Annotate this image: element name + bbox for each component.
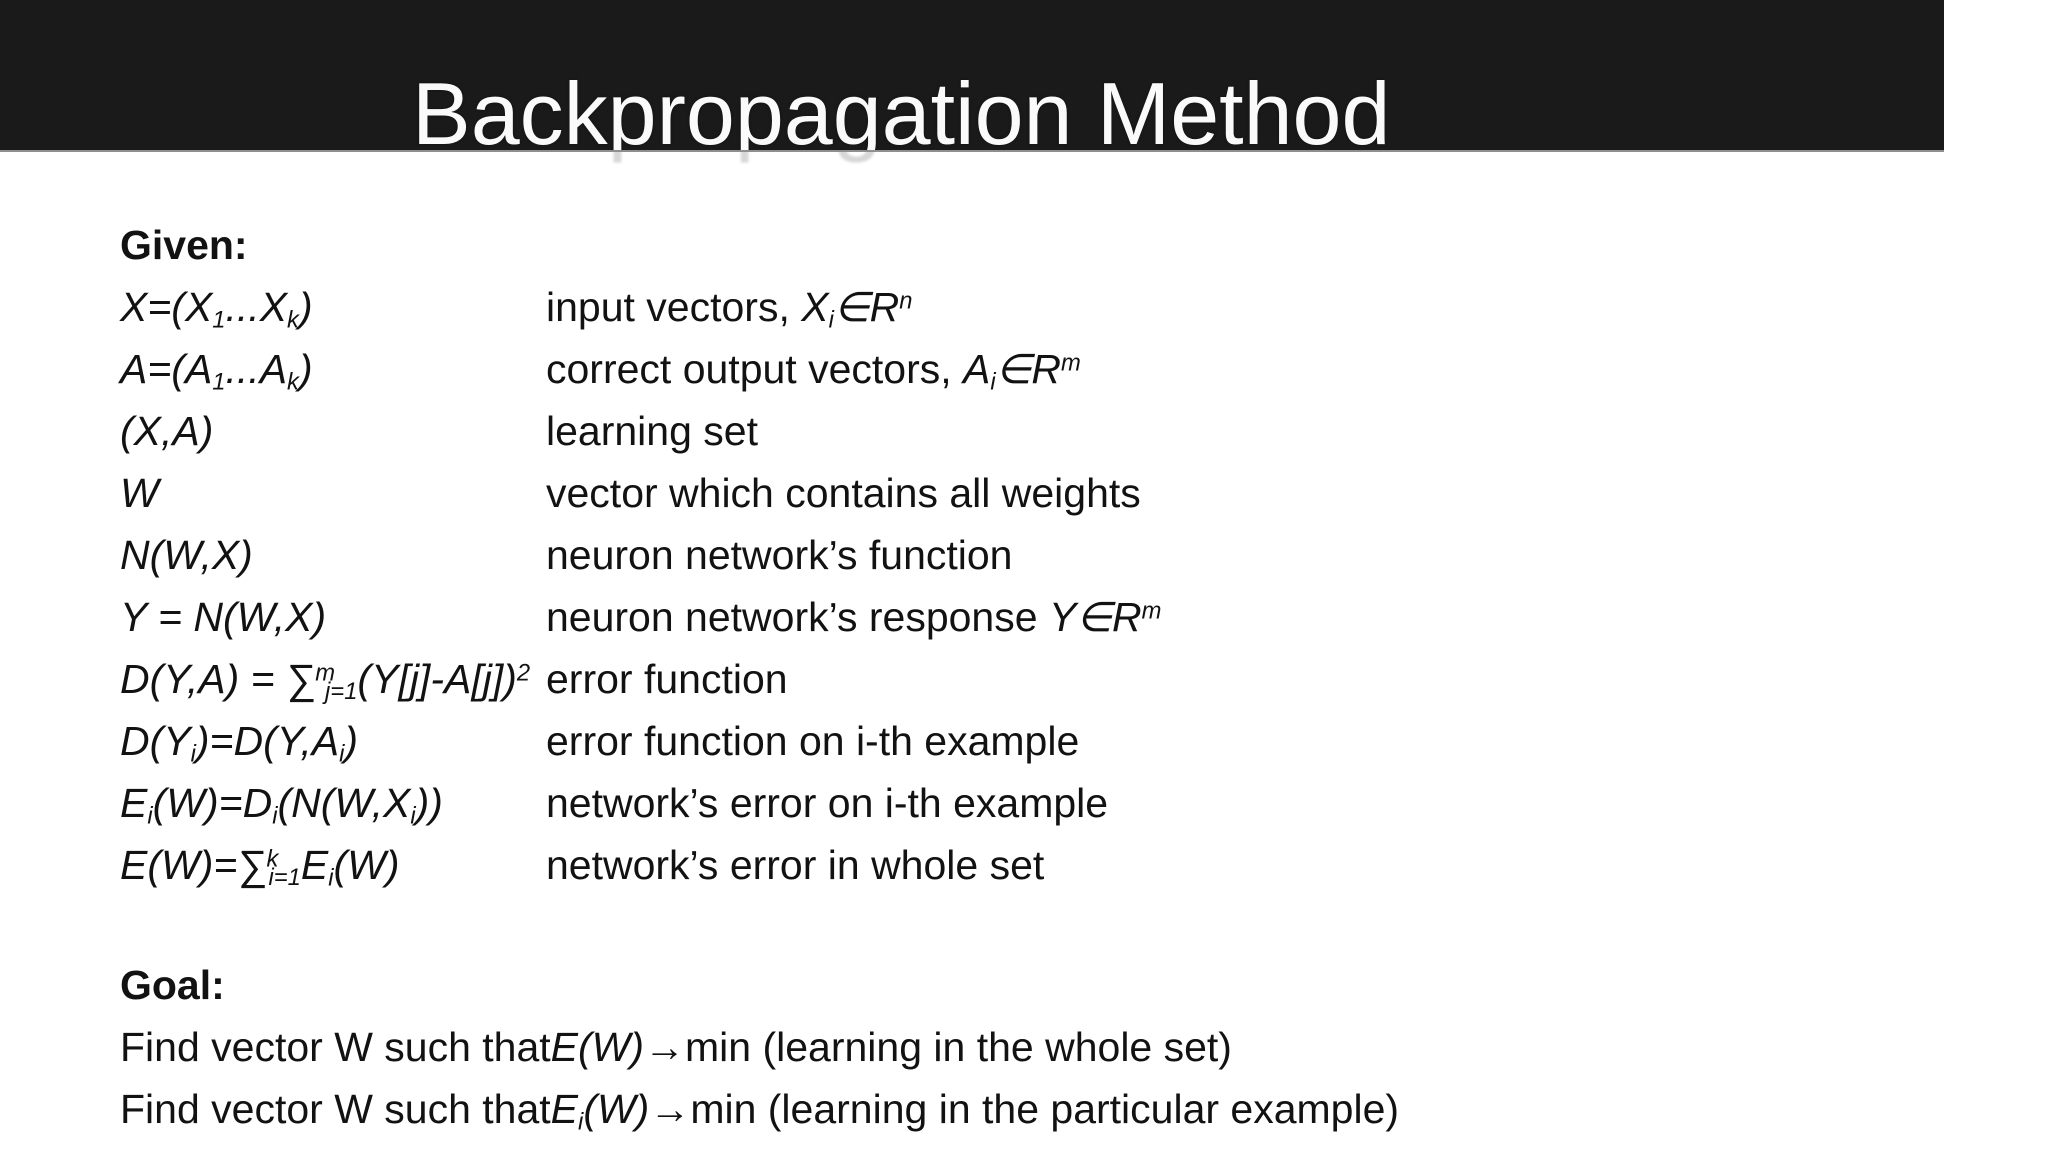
formula: W	[120, 469, 159, 516]
description: network’s error in whole set	[546, 841, 1045, 888]
definition-row: E(W)=∑ki=1Ei(W) network’s error in whole…	[120, 834, 1620, 896]
definition-row: A=(A1...Ak) correct output vectors, Ai∈R…	[120, 338, 1620, 400]
formula: Ei(W)=Di(N(W,Xi))	[120, 779, 443, 830]
given-heading-row: Given:	[120, 214, 1620, 276]
description: error function	[546, 655, 788, 702]
goal-line: Find vector W such that E(W)→min (learni…	[120, 1023, 1232, 1070]
description: neuron network’s function	[546, 531, 1013, 578]
section-gap	[120, 896, 1620, 954]
description: correct output vectors, Ai∈Rm	[546, 346, 1081, 396]
slide-body: Given: X=(X1...Xk) input vectors, Xi∈Rn …	[120, 214, 1620, 1140]
formula: Y = N(W,X)	[120, 593, 327, 640]
definition-row: D(Yi)=D(Y,Ai) error function on i-th exa…	[120, 710, 1620, 772]
description: error function on i-th example	[546, 717, 1080, 764]
definition-row: Ei(W)=Di(N(W,Xi)) network’s error on i-t…	[120, 772, 1620, 834]
definition-row: D(Y,A) = ∑mj=1(Y[j]-A[j])2 error functio…	[120, 648, 1620, 710]
formula: N(W,X)	[120, 531, 253, 578]
description: neuron network’s response Y∈Rm	[546, 594, 1162, 640]
goal-heading: Goal:	[120, 961, 225, 1008]
formula: E(W)=∑ki=1Ei(W)	[120, 841, 400, 892]
description: input vectors, Xi∈Rn	[546, 284, 913, 334]
description: learning set	[546, 407, 758, 454]
formula: (X,A)	[120, 407, 214, 454]
formula: D(Yi)=D(Y,Ai)	[120, 717, 359, 768]
formula: D(Y,A) = ∑mj=1(Y[j]-A[j])2	[120, 655, 531, 706]
formula: A=(A1...Ak)	[120, 345, 313, 396]
slide-title: Backpropagation Method	[412, 64, 1391, 152]
given-heading: Given:	[120, 221, 248, 268]
goal-heading-row: Goal:	[120, 954, 1620, 1016]
description: vector which contains all weights	[546, 469, 1141, 516]
header-bar: Backpropagation Method	[0, 0, 1944, 152]
description: network’s error on i-th example	[546, 779, 1109, 826]
definition-row: X=(X1...Xk) input vectors, Xi∈Rn	[120, 276, 1620, 338]
definition-row: (X,A) learning set	[120, 400, 1620, 462]
formula: X=(X1...Xk)	[120, 283, 313, 334]
definition-row: W vector which contains all weights	[120, 462, 1620, 524]
definition-row: N(W,X) neuron network’s function	[120, 524, 1620, 586]
definition-row: Y = N(W,X) neuron network’s response Y∈R…	[120, 586, 1620, 648]
goal-line: Find vector W such that Ei(W)→min (learn…	[120, 1085, 1400, 1136]
